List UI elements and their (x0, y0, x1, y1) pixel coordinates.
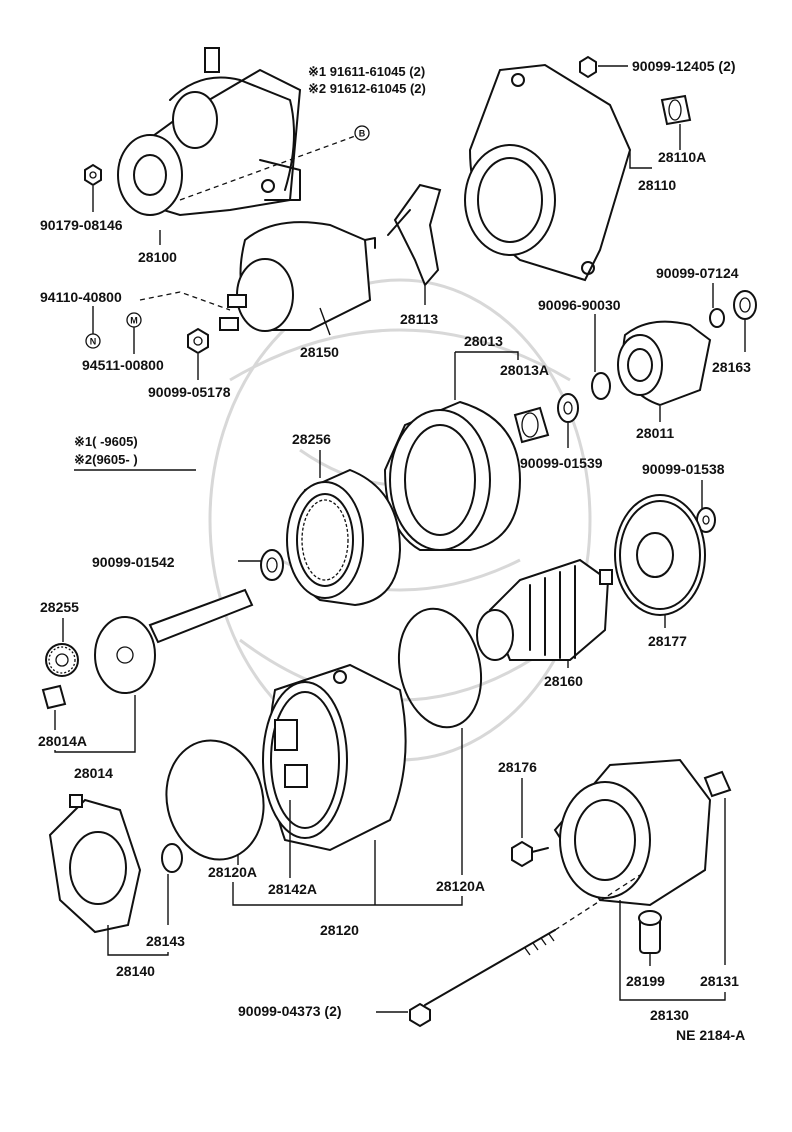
label-28256: 28256 (292, 431, 331, 447)
shaft-28014[interactable] (94, 588, 254, 694)
drawing-code: NE 2184-A (676, 1027, 745, 1043)
label-28140: 28140 (116, 963, 155, 979)
cover-28163[interactable] (733, 290, 757, 320)
label-90099-01538: 90099-01538 (642, 461, 725, 477)
end-frame-28130[interactable] (553, 758, 712, 907)
oring-28120A-left[interactable] (156, 731, 275, 868)
brush-holder-28140[interactable] (48, 794, 142, 934)
legend-2: ※2(9605- ) (74, 452, 138, 467)
label-94110-40800: 94110-40800 (40, 289, 122, 305)
plate-28177[interactable] (614, 494, 706, 616)
through-bolt-90099-04373[interactable] (409, 929, 556, 1028)
bushing-28014A[interactable] (41, 684, 67, 710)
label-28131: 28131 (700, 973, 739, 989)
nut-90099-05178[interactable] (187, 327, 209, 355)
internal-gear-28256[interactable] (286, 468, 402, 607)
washer-90099-01539[interactable] (557, 393, 579, 423)
legend-1: ※1( -9605) (74, 434, 138, 449)
bushing-28013A[interactable] (513, 406, 550, 444)
lever-28113[interactable] (387, 183, 442, 287)
label-94511-00800: 94511-00800 (82, 357, 164, 373)
svg-text:B: B (359, 129, 366, 139)
bolt-90099-12405[interactable] (579, 55, 597, 79)
label-90179-08146: 90179-08146 (40, 217, 123, 233)
svg-text:N: N (90, 337, 97, 347)
marker-b: B (354, 125, 370, 141)
starter-assembly-28100[interactable] (117, 47, 302, 217)
label-28130: 28130 (650, 1007, 689, 1023)
label-28142A: 28142A (268, 881, 317, 897)
gear-28255[interactable] (45, 643, 79, 677)
label-28120A-left: 28120A (208, 864, 257, 880)
spring-28143[interactable] (161, 843, 183, 873)
label-28011: 28011 (636, 425, 674, 441)
label-28143: 28143 (146, 933, 185, 949)
label-28120A-right: 28120A (436, 878, 485, 894)
screw-28176[interactable] (511, 840, 549, 868)
label-90099-05178: 90099-05178 (148, 384, 231, 400)
plug-28131[interactable] (703, 770, 732, 798)
label-28113: 28113 (400, 311, 438, 327)
svg-text:M: M (130, 316, 138, 326)
label-28013A: 28013A (500, 362, 549, 378)
label-28199: 28199 (626, 973, 665, 989)
label-28150: 28150 (300, 344, 339, 360)
label-28100: 28100 (138, 249, 177, 265)
grommet-28199[interactable] (638, 910, 662, 954)
label-90099-04373: 90099-04373 (2) (238, 1003, 342, 1019)
clip-90099-07124[interactable] (709, 308, 725, 328)
washer-90099-01542[interactable] (260, 549, 284, 581)
label-28160: 28160 (544, 673, 583, 689)
label-90099-07124: 90099-07124 (656, 265, 739, 281)
label-28110: 28110 (638, 177, 676, 193)
label-28110A: 28110A (658, 149, 706, 165)
label-90096-90030: 90096-90030 (538, 297, 621, 313)
label-90099-01539: 90099-01539 (520, 455, 603, 471)
nut-90179-08146[interactable] (84, 163, 102, 187)
label-28120: 28120 (320, 922, 359, 938)
pinion-28011[interactable] (617, 320, 712, 407)
ring-90096-90030[interactable] (591, 372, 611, 400)
solenoid-28150[interactable] (219, 221, 376, 332)
marker-n: N (85, 333, 101, 349)
ref-note-2: ※2 91612-61045 (2) (308, 81, 426, 96)
label-28255: 28255 (40, 599, 79, 615)
label-28176: 28176 (498, 759, 537, 775)
yoke-28120[interactable] (262, 663, 407, 852)
housing-28013[interactable] (383, 400, 522, 551)
label-28177: 28177 (648, 633, 687, 649)
label-28013: 28013 (464, 333, 503, 349)
ref-note-1: ※1 91611-61045 (2) (308, 64, 425, 79)
bushing-28110A[interactable] (660, 94, 692, 126)
marker-m: M (126, 312, 142, 328)
label-28163: 28163 (712, 359, 751, 375)
label-28014: 28014 (74, 765, 113, 781)
oring-28120A-right[interactable] (388, 601, 491, 735)
armature-28160[interactable] (476, 558, 613, 661)
housing-28110[interactable] (464, 63, 632, 282)
label-90099-12405: 90099-12405 (2) (632, 58, 736, 74)
ref-dash-b (179, 134, 359, 201)
label-28014A: 28014A (38, 733, 87, 749)
label-90099-01542: 90099-01542 (92, 554, 175, 570)
